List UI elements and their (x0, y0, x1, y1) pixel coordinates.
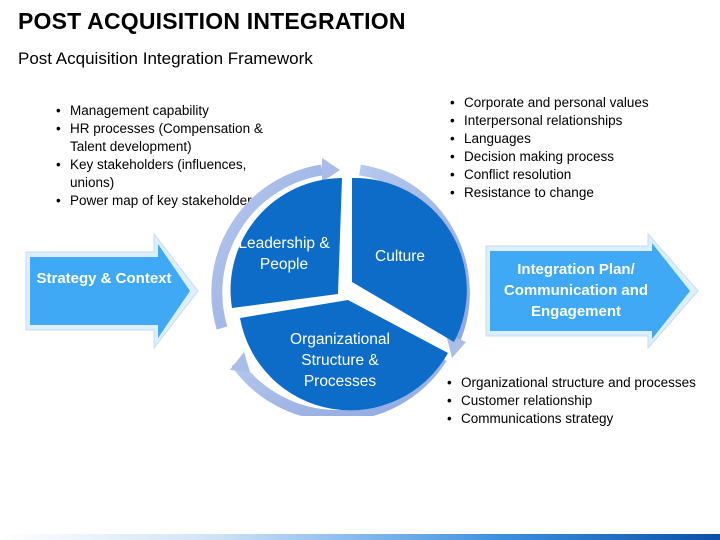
list-item: Management capability (56, 102, 280, 120)
segment-label-leadership: Leadership & People (238, 235, 330, 273)
arrow-label: Strategy & Context (36, 270, 172, 287)
bottom-bullet-list: Organizational structure and processes C… (443, 374, 720, 428)
list-item: HR processes (Compensation & Talent deve… (56, 120, 280, 156)
footer-gradient-bar (0, 534, 720, 540)
list-item: Languages (450, 130, 714, 148)
strategy-context-arrow: Strategy & Context (24, 232, 200, 350)
ring-arc (211, 164, 323, 330)
list-item: Power map of key stakeholders (56, 192, 280, 210)
list-item: Interpersonal relationships (450, 112, 714, 130)
integration-plan-arrow: Integration Plan/ Communication and Enga… (484, 232, 700, 350)
list-item: Corporate and personal values (450, 94, 714, 112)
segment-label-organizational: Organizational Structure & Processes (290, 331, 390, 390)
left-bullet-list: Management capability HR processes (Comp… (52, 102, 280, 210)
ring-arrowhead (322, 158, 340, 182)
list-item: Resistance to change (450, 184, 714, 202)
ring-arrowhead (230, 352, 250, 372)
integration-cycle: Leadership & People Culture Organization… (200, 148, 490, 422)
list-item: Communications strategy (447, 410, 720, 428)
list-item: Organizational structure and processes (447, 374, 720, 392)
right-arrow-shape (25, 232, 199, 350)
page-subtitle: Post Acquisition Integration Framework (18, 49, 313, 68)
page-title: POST ACQUISITION INTEGRATION (18, 8, 406, 34)
segment-label-culture: Culture (375, 248, 425, 265)
segment-culture (352, 177, 467, 342)
list-item: Decision making process (450, 148, 714, 166)
list-item: Customer relationship (447, 392, 720, 410)
segment-leadership (230, 178, 342, 308)
cycle-graphic (211, 158, 470, 422)
list-item: Key stakeholders (influences, unions) (56, 156, 280, 192)
list-item: Conflict resolution (450, 166, 714, 184)
right-arrow-shape (485, 232, 699, 350)
segment-organizational (240, 300, 448, 411)
right-bullet-list: Corporate and personal values Interperso… (446, 94, 714, 202)
arrow-label: Integration Plan/ Communication and Enga… (503, 261, 649, 320)
